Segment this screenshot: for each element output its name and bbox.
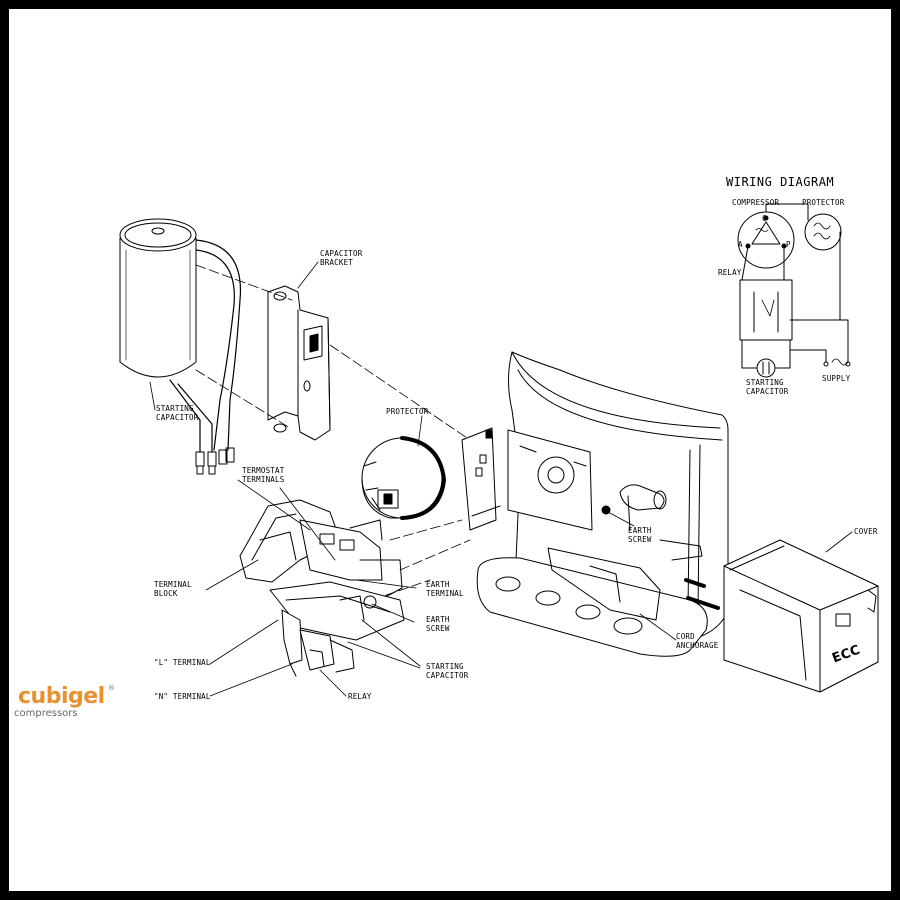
- capacitor-bracket-part: [267, 285, 331, 441]
- label-cord-anchorage: CORD ANCHORAGE: [676, 632, 719, 650]
- mounting-plate-part: [461, 427, 501, 531]
- label-terminal-block: TERMINAL BLOCK: [154, 580, 192, 598]
- cover-part: [723, 539, 879, 693]
- logo-registered-mark: ®: [108, 684, 115, 692]
- logo-name: cubigel: [18, 684, 105, 709]
- label-termostat-terminals: TERMOSTAT TERMINALS: [242, 466, 285, 484]
- label-l-terminal: "L" TERMINAL: [154, 658, 211, 667]
- label-protector: PROTECTOR: [386, 407, 429, 416]
- compressor-housing: [476, 351, 729, 657]
- wiring-relay-label: RELAY: [718, 268, 742, 277]
- label-n-terminal: "N" TERMINAL: [154, 692, 211, 701]
- label-earth-screw-bottom: EARTH SCREW: [426, 615, 450, 633]
- wiring-diagram-title: WIRING DIAGRAM: [726, 175, 835, 189]
- label-capacitor-bracket: CAPACITOR BRACKET: [320, 249, 363, 267]
- wiring-compressor-label: COMPRESSOR: [732, 198, 780, 207]
- protector-part: [361, 436, 446, 520]
- wiring-pin-c: C: [762, 214, 767, 223]
- terminal-block-assembly: [239, 499, 405, 677]
- wiring-pin-a: A: [738, 240, 743, 249]
- label-earth-terminal: EARTH TERMINAL: [426, 580, 464, 598]
- label-cover: COVER: [854, 527, 878, 536]
- screws: [684, 578, 720, 610]
- label-earth-screw-top: EARTH SCREW: [628, 526, 652, 544]
- wiring-protector-label: PROTECTOR: [802, 198, 845, 207]
- label-starting-capacitor-bottom: STARTING CAPACITOR: [426, 662, 469, 680]
- wiring-schematic: [737, 203, 851, 378]
- logo-subtitle: compressors: [14, 708, 78, 719]
- wiring-supply-label: SUPPLY: [822, 374, 851, 383]
- starting-capacitor-part: [119, 218, 242, 475]
- label-starting-capacitor-left: STARTING CAPACITOR: [156, 404, 199, 422]
- label-relay: RELAY: [348, 692, 372, 701]
- diagram-canvas: [9, 9, 891, 891]
- wiring-pin-p: P: [786, 240, 791, 249]
- wiring-starting-capacitor-label: STARTING CAPACITOR: [746, 378, 789, 396]
- cubigel-logo: cubigel ® compressors: [14, 684, 115, 719]
- leader-lines: [149, 261, 853, 697]
